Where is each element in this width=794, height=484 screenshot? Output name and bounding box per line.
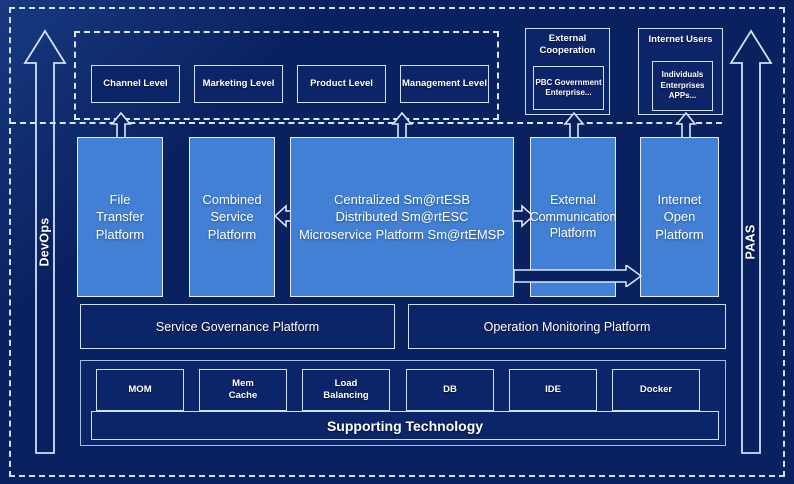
- bar-service-governance[interactable]: Service Governance Platform: [80, 304, 395, 349]
- internet-users-body-line2: Enterprises: [660, 80, 705, 90]
- bar-operation-monitoring-label: Operation Monitoring Platform: [483, 319, 651, 334]
- paas-rail: PAAS: [729, 27, 773, 457]
- tech-item-mem-cache[interactable]: Mem Cache: [199, 369, 287, 411]
- external-cooperation-group[interactable]: External Cooperation PBC Government Ente…: [525, 28, 610, 115]
- connector-up-internet-open: [675, 112, 697, 140]
- up-arrow-icon: [110, 112, 132, 140]
- supporting-technology-bar-label: Supporting Technology: [326, 417, 484, 434]
- platform-core-esb[interactable]: Centralized Sm@rtESB Distributed Sm@rtES…: [290, 137, 514, 297]
- devops-label-wrap: DevOps: [23, 27, 67, 457]
- platform-combined-service-line3: Platform: [207, 226, 257, 242]
- up-arrow-icon: [23, 29, 67, 454]
- tech-item-load-balancing-line2: Balancing: [323, 390, 369, 401]
- connector-up-file-transfer: [110, 112, 132, 140]
- internet-users-body-line3: APPs...: [668, 91, 697, 101]
- platform-file-transfer[interactable]: File Transfer Platform: [77, 137, 163, 297]
- connector-up-core-platform: [391, 112, 413, 140]
- tech-item-mom[interactable]: MOM: [96, 369, 184, 411]
- tech-item-ide-label: IDE: [545, 384, 561, 396]
- connector-up-external-communication: [563, 112, 585, 140]
- internet-users-title: Internet Users: [648, 34, 713, 45]
- external-cooperation-title-line1: External: [548, 33, 587, 44]
- platform-external-communication-line1: External: [550, 192, 596, 207]
- platform-external-communication-line3: Platform: [549, 226, 597, 241]
- devops-label: DevOps: [38, 217, 53, 267]
- up-arrow-icon: [675, 112, 697, 140]
- tech-item-mem-cache-line2: Cache: [228, 390, 258, 401]
- bar-service-governance-label: Service Governance Platform: [155, 319, 320, 334]
- platform-internet-open[interactable]: Internet Open Platform: [640, 137, 719, 297]
- right-arrow-icon: [512, 204, 534, 228]
- tech-item-db[interactable]: DB: [406, 369, 494, 411]
- internet-users-group[interactable]: Internet Users Individuals Enterprises A…: [638, 28, 723, 115]
- business-level-marketing[interactable]: Marketing Level: [194, 65, 283, 103]
- paas-label-wrap: PAAS: [729, 27, 773, 457]
- outer-dashed-frame: [9, 7, 785, 477]
- external-cooperation-body-line1: PBC Government: [535, 77, 602, 87]
- platform-core-esb-line2: Distributed Sm@rtESC: [335, 209, 469, 225]
- platform-file-transfer-line2: Transfer: [96, 209, 144, 225]
- platform-core-esb-line3: Microservice Platform Sm@rtEMSP: [298, 226, 506, 242]
- tech-item-docker[interactable]: Docker: [612, 369, 700, 411]
- business-level-management[interactable]: Management Level: [400, 65, 489, 103]
- connector-flow-core-to-internet-open: [514, 265, 642, 287]
- right-arrow-icon: [514, 265, 642, 287]
- platform-external-communication-line2: Communication: [529, 209, 617, 224]
- internet-users-body-line1: Individuals: [661, 69, 704, 79]
- up-arrow-icon: [391, 112, 413, 140]
- platform-internet-open-line1: Internet: [657, 191, 702, 207]
- tech-item-ide[interactable]: IDE: [509, 369, 597, 411]
- devops-rail: DevOps: [23, 27, 67, 457]
- tech-item-db-label: DB: [443, 384, 457, 396]
- platform-combined-service[interactable]: Combined Service Platform: [189, 137, 275, 297]
- external-cooperation-body-line2: Enterprise...: [545, 88, 592, 97]
- up-arrow-icon: [563, 112, 585, 140]
- connector-right-core-to-external: [512, 202, 534, 230]
- business-levels-container: [74, 31, 499, 120]
- business-level-product-label: Product Level: [310, 78, 373, 90]
- business-level-management-label: Management Level: [402, 78, 487, 90]
- platform-core-esb-line1: Centralized Sm@rtESB: [333, 191, 471, 207]
- tech-item-load-balancing-line1: Load: [334, 378, 358, 390]
- external-cooperation-title-line2: Cooperation: [539, 44, 596, 56]
- platform-file-transfer-line3: Platform: [95, 226, 145, 242]
- platform-internet-open-line3: Platform: [655, 226, 704, 242]
- platform-internet-open-line2: Open: [663, 209, 696, 225]
- business-level-channel-label: Channel Level: [103, 78, 168, 90]
- paas-label: PAAS: [743, 224, 758, 260]
- internet-users-body: Individuals Enterprises APPs...: [652, 61, 713, 111]
- business-level-marketing-label: Marketing Level: [202, 78, 275, 90]
- tech-item-load-balancing[interactable]: Load Balancing: [302, 369, 390, 411]
- tech-item-docker-label: Docker: [639, 384, 673, 396]
- layer-separator-dashed-line: [10, 122, 722, 124]
- external-cooperation-title: External Cooperation: [526, 33, 609, 57]
- platform-file-transfer-line1: File: [109, 191, 131, 207]
- external-cooperation-body: PBC Government Enterprise...: [533, 66, 604, 110]
- business-level-channel[interactable]: Channel Level: [91, 65, 180, 103]
- supporting-technology-bar[interactable]: Supporting Technology: [91, 411, 719, 440]
- business-level-product[interactable]: Product Level: [297, 65, 386, 103]
- up-arrow-icon: [729, 29, 773, 454]
- bar-operation-monitoring[interactable]: Operation Monitoring Platform: [408, 304, 726, 349]
- platform-combined-service-line2: Service: [210, 209, 254, 225]
- tech-item-mem-cache-line1: Mem: [232, 378, 254, 390]
- platform-combined-service-line1: Combined: [202, 191, 262, 207]
- tech-item-mom-label: MOM: [128, 384, 152, 396]
